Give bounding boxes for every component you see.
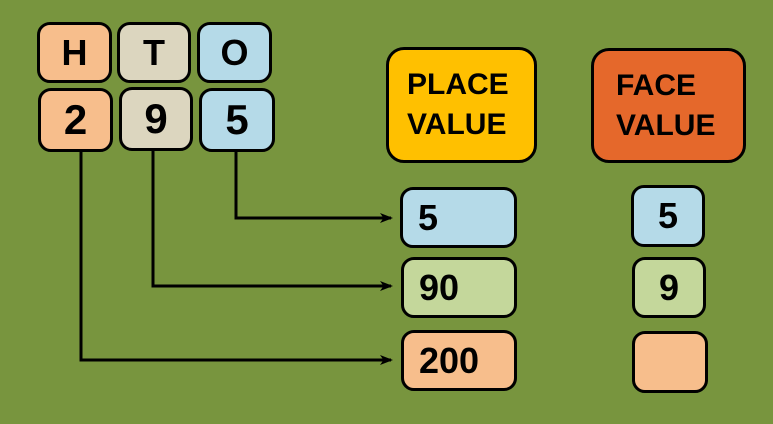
place-value-title-line2: VALUE: [407, 108, 507, 141]
face-value-of-5: 5: [631, 185, 705, 247]
place-value-title: PLACE VALUE: [386, 47, 537, 163]
column-header-tens: T: [117, 22, 191, 83]
column-header-ones: O: [197, 22, 272, 83]
place-value-of-9: 90: [401, 257, 517, 318]
face-value-title: FACE VALUE: [591, 48, 746, 163]
digit-ones: 5: [199, 88, 275, 152]
arrow-digit2-to-placevalue200: [79, 152, 393, 365]
arrow-digit9-to-placevalue90: [151, 151, 393, 291]
column-header-hundreds: H: [37, 22, 112, 83]
place-value-of-5: 5: [400, 187, 517, 248]
place-value-of-2: 200: [401, 330, 517, 391]
face-value-title-line1: FACE: [616, 68, 697, 102]
place-value-title-line1: PLACE: [407, 68, 509, 101]
digit-hundreds: 2: [38, 88, 113, 152]
digit-tens: 9: [119, 87, 193, 151]
face-value-title-line2: VALUE: [616, 108, 716, 142]
face-value-of-2-empty: [632, 331, 708, 393]
face-value-of-9: 9: [632, 257, 706, 318]
arrow-digit5-to-placevalue5: [234, 152, 393, 223]
